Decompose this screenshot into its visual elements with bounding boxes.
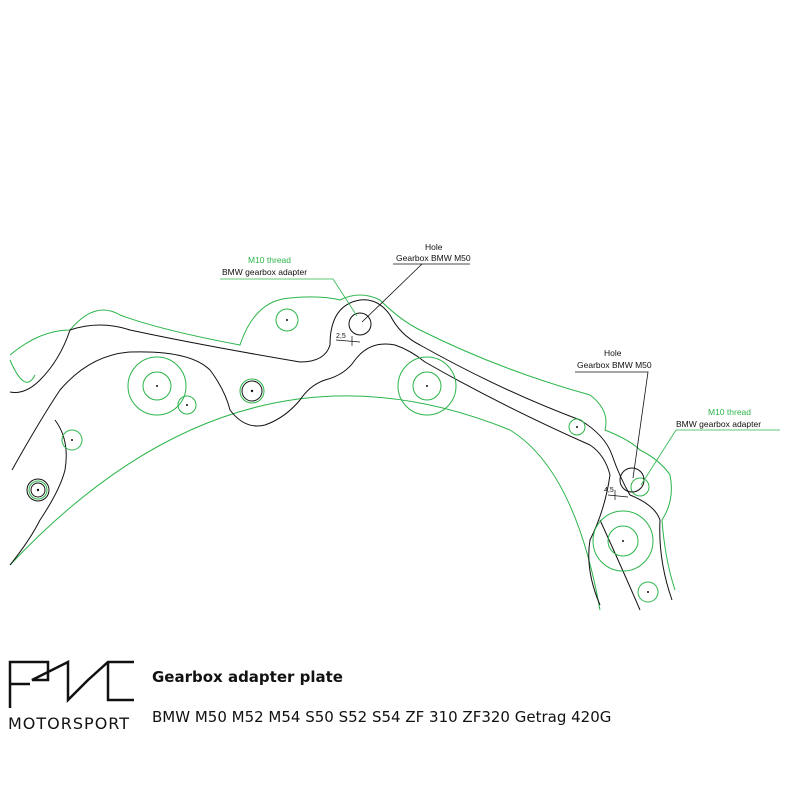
green-holes [28, 308, 659, 603]
leader-top-hole [361, 263, 470, 323]
left-thread-label-1: M10 thread [248, 255, 291, 265]
hole-centres [36, 319, 649, 593]
leader-right-thread [640, 429, 780, 486]
leader-left-thread [220, 278, 358, 317]
green-outer-contour [9, 294, 676, 591]
product-subtitle: BMW M50 M52 M54 S50 S52 S54 ZF 310 ZF320… [152, 708, 612, 726]
black-left-lower-contour [9, 419, 67, 566]
dim-label-right: 4,5 [604, 487, 614, 494]
dim-marker-top [335, 336, 361, 346]
right-hole-label-2: Gearbox BMW M50 [577, 360, 652, 370]
technical-drawing: M10 thread BMW gearbox adapter Hole Gear… [9, 242, 780, 611]
green-left-lobe [9, 359, 36, 383]
bellhousing-arc [9, 395, 601, 611]
dim-marker-right [607, 490, 629, 500]
black-holes [26, 312, 645, 502]
top-hole-label-2: Gearbox BMW M50 [396, 253, 471, 263]
pmc-logo-icon [8, 660, 134, 708]
right-hole-label-1: Hole [604, 348, 622, 358]
black-inner-contour [11, 343, 611, 606]
product-title: Gearbox adapter plate [152, 668, 343, 686]
left-thread-label-2: BMW gearbox adapter [222, 267, 307, 277]
right-thread-label-2: BMW gearbox adapter [676, 419, 761, 429]
right-thread-label-1: M10 thread [708, 407, 751, 417]
black-right-lower-contour [599, 519, 641, 611]
black-outer-contour [9, 299, 673, 601]
dim-label-top: 2,5 [336, 333, 346, 340]
top-hole-label-1: Hole [425, 242, 443, 252]
leader-right-hole [575, 371, 649, 479]
logo-wordmark: MOTORSPORT [8, 714, 131, 733]
